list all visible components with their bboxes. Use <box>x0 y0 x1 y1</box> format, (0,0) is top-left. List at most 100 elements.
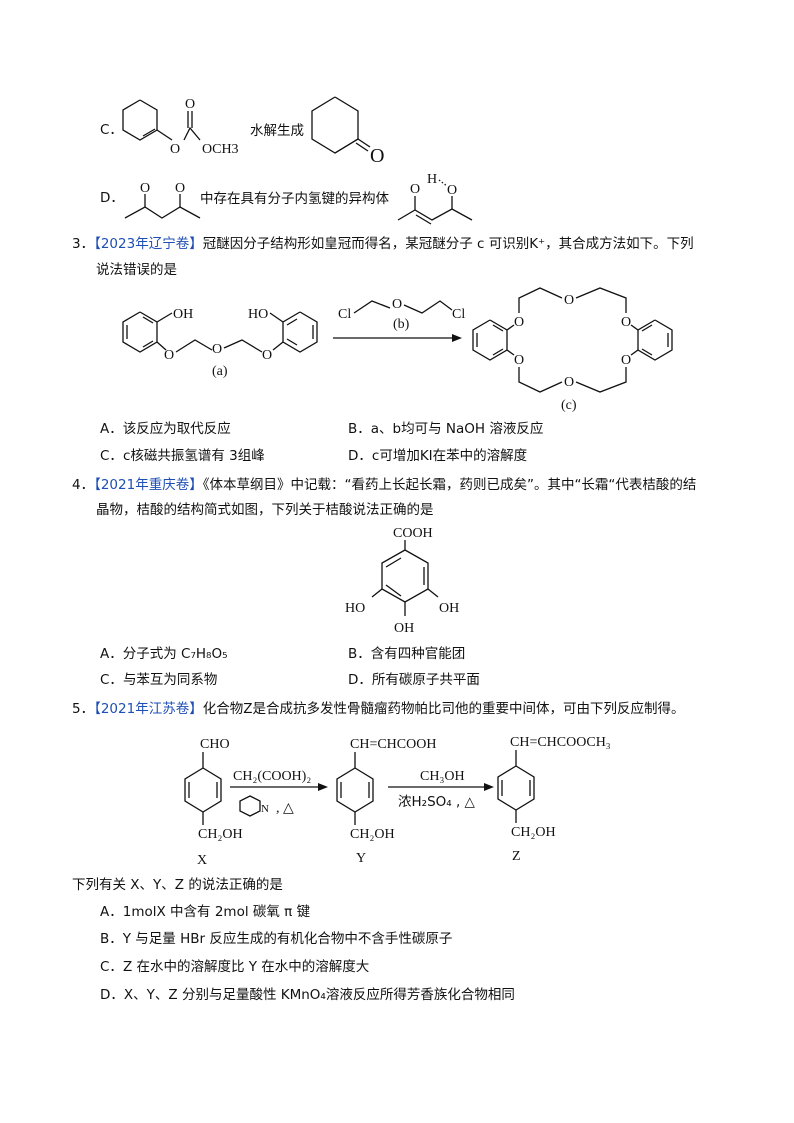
option-d-label: D． <box>100 190 124 206</box>
reaction-arrow-q3 <box>333 334 462 342</box>
option-text: X、Y、Z 分别与足量酸性 KMnO₄溶液反应所得芳香族化合物相同 <box>123 987 515 1003</box>
option-label: A． <box>100 646 123 662</box>
bond-line <box>637 319 673 361</box>
bond-line <box>472 319 508 361</box>
structure-label: (a) <box>212 364 228 379</box>
option-text: Y 与足量 HBr 反应生成的有机化合物中不含手性碳原子 <box>122 931 453 947</box>
q3-stem: 3．【2023年辽宁卷】冠醚因分子结构形如皇冠而得名，某冠醚分子 c 可识别K⁺… <box>72 235 694 253</box>
bond-line <box>403 300 453 314</box>
structure-label: O <box>164 348 174 363</box>
structure-label: OH <box>394 621 414 636</box>
structure-label: O <box>262 348 272 363</box>
bond-line <box>518 287 563 313</box>
structure-label: CH₃OH <box>420 769 465 784</box>
option-text: 分子式为 C₇H₈O₅ <box>122 646 228 662</box>
bond-line <box>518 367 563 393</box>
structure-label: CHO <box>200 737 230 752</box>
structure-label: CH₂OH <box>511 825 556 840</box>
bond-line <box>156 312 173 323</box>
structure-label: Cl <box>338 307 351 322</box>
option-text: 所有碳原子共平面 <box>371 672 480 688</box>
structure-label: O <box>410 182 420 197</box>
structure-label: COOH <box>393 526 433 541</box>
q4-stem-line2: 晶物，桔酸的结构简式如图，下列关于桔酸说法正确的是 <box>96 502 434 518</box>
q4-option-c[interactable]: C．与苯互为同系物 <box>100 671 217 689</box>
structure-label: X <box>197 853 207 868</box>
option-label: A． <box>100 904 123 920</box>
bond-line <box>286 338 298 346</box>
bond-line <box>184 767 222 813</box>
structure-label: OH <box>173 307 193 322</box>
pyridine-icon <box>239 795 261 817</box>
hydrolysis-text: 水解生成 <box>250 123 304 139</box>
bond-line <box>336 767 374 813</box>
pentanedione: O O <box>124 181 201 219</box>
option-text: c核磁共振氢谱有 3组峰 <box>122 448 265 464</box>
bond-line <box>397 208 473 221</box>
option-label: D． <box>348 672 372 688</box>
bond-line <box>438 179 448 187</box>
q5-stem: 5．【2021年江苏卷】化合物Z是合成抗多发性骨髓瘤药物帕比司他的重要中间体，可… <box>72 700 684 718</box>
structure-label: (b) <box>393 317 410 332</box>
compound-y: CH=CHCOOH CH₂OH Y <box>336 737 436 866</box>
q5-option-a[interactable]: A．1molX 中含有 2mol 碳氧 π 键 <box>100 903 310 921</box>
isomer-text: 中存在具有分子内氢键的异构体 <box>200 191 389 207</box>
bond-line <box>223 339 263 353</box>
structure-label: HO <box>345 601 365 616</box>
bond-line <box>311 96 359 154</box>
bond-line <box>355 142 369 152</box>
q3-option-d[interactable]: D．c可增加KI在苯中的溶解度 <box>348 447 527 465</box>
structure-label: O <box>370 145 384 167</box>
cyclohexenyl-methyl-carbonate: O O OCH3 <box>122 97 239 157</box>
structure-label: CH₂OH <box>198 827 243 842</box>
option-text: a、b均可与 NaOH 溶液反应 <box>370 421 544 437</box>
structure-label: CH₂OH <box>350 827 395 842</box>
bond-line <box>156 129 173 141</box>
q3-option-b[interactable]: B．a、b均可与 NaOH 溶液反应 <box>348 420 543 438</box>
structure-label: Y <box>356 851 366 866</box>
bond-line <box>492 348 504 356</box>
bond-line <box>353 300 391 314</box>
bond-line <box>272 341 284 351</box>
q3-stem-line2: 说法错误的是 <box>96 262 177 278</box>
q4-option-a[interactable]: A．分子式为 C₇H₈O₅ <box>100 645 227 663</box>
q4-option-d[interactable]: D．所有碳原子共平面 <box>348 671 480 689</box>
cyclohexanone: O <box>311 96 384 167</box>
bond-line <box>630 349 639 356</box>
bond-line <box>122 99 158 141</box>
option-text: 该反应为取代反应 <box>122 421 231 437</box>
option-label: D． <box>348 448 372 464</box>
option-label: C． <box>100 448 123 464</box>
structure-label: O <box>564 375 574 390</box>
bond-line <box>452 334 462 342</box>
bond-line <box>142 316 154 324</box>
q3-option-c[interactable]: C．c核磁共振氢谱有 3组峰 <box>100 447 265 465</box>
option-label: D． <box>100 987 124 1003</box>
option-label: B． <box>100 931 123 947</box>
option-label: B． <box>348 421 371 437</box>
structure-label: O <box>621 353 631 368</box>
bond-line <box>371 588 383 598</box>
q5-option-b[interactable]: B．Y 与足量 HBr 反应生成的有机化合物中不含手性碳原子 <box>100 930 452 948</box>
q4-stem: 4．【2021年重庆卷】《体本草纲目》中记载：“看药上长起长霜，药则已成矣”。其… <box>72 476 696 494</box>
crown-ether-c: O O O O O O (c) <box>472 287 673 413</box>
q5-option-d[interactable]: D．X、Y、Z 分别与足量酸性 KMnO₄溶液反应所得芳香族化合物相同 <box>100 986 515 1004</box>
question-source: 【2023年辽宁卷】 <box>94 236 203 252</box>
q5-option-c[interactable]: C．Z 在水中的溶解度比 Y 在水中的溶解度大 <box>100 958 369 976</box>
bond-line <box>334 138 359 154</box>
bond-line <box>575 367 627 393</box>
bond-line <box>381 549 429 603</box>
q4-option-b[interactable]: B．含有四种官能团 <box>348 645 465 663</box>
structure-label: OCH3 <box>202 142 239 157</box>
option-text: 1molX 中含有 2mol 碳氧 π 键 <box>122 904 311 920</box>
question-number: 3． <box>72 236 95 252</box>
bond-line <box>269 312 284 323</box>
q3-option-a[interactable]: A．该反应为取代反应 <box>100 420 231 438</box>
q5-question: 下列有关 X、Y、Z 的说法正确的是 <box>72 877 283 893</box>
option-text: c可增加KI在苯中的溶解度 <box>371 448 528 464</box>
stem-text: 化合物Z是合成抗多发性骨髓瘤药物帕比司他的重要中间体，可由下列反应制得。 <box>202 701 685 717</box>
bond-line <box>122 311 158 353</box>
structure-label: O <box>175 181 185 196</box>
structure-label: CH₂(COOH)₂ <box>233 769 311 784</box>
bond-line <box>641 348 653 356</box>
